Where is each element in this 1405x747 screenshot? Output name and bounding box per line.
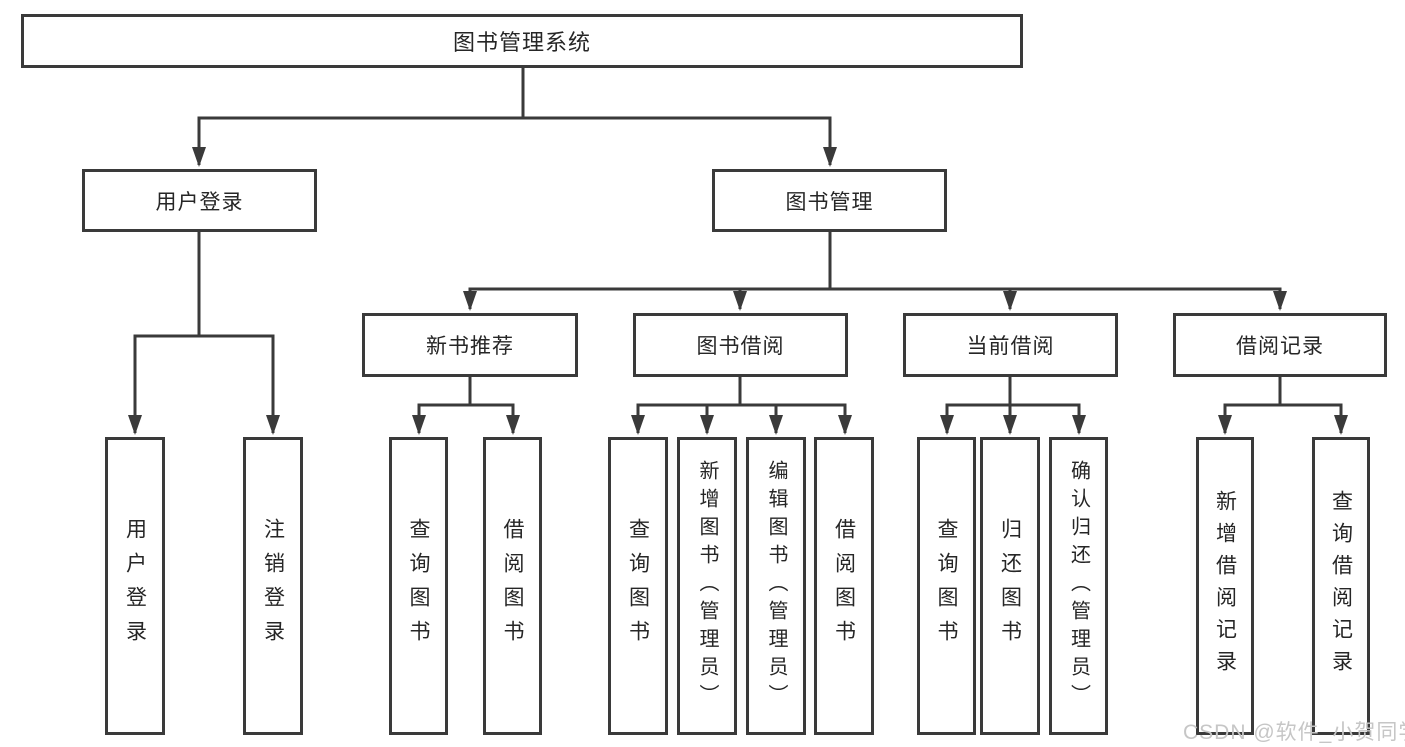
leaf-add-book-admin-label: 新增图书（管理员） (696, 460, 718, 712)
csdn-watermark: CSDN @软件_小贺同学 (1183, 721, 1405, 744)
node-user-login: 用户登录 (82, 169, 317, 232)
leaf-add-book-admin: 新增图书（管理员） (677, 437, 737, 735)
leaf-borrow-books-1: 借阅图书 (483, 437, 542, 735)
leaf-edit-book-admin: 编辑图书（管理员） (746, 437, 806, 735)
node-book-borrowing-label: 图书借阅 (696, 335, 785, 358)
leaf-query-books-1-label: 查询图书 (407, 518, 430, 654)
node-book-borrowing: 图书借阅 (633, 313, 848, 377)
leaf-query-books-1: 查询图书 (389, 437, 448, 735)
leaf-confirm-return-admin: 确认归还（管理员） (1049, 437, 1108, 735)
leaf-edit-book-admin-label: 编辑图书（管理员） (765, 460, 787, 712)
leaf-user-login: 用户登录 (105, 437, 165, 735)
leaf-query-borrow-record-label: 查询借阅记录 (1329, 490, 1353, 682)
node-current-borrowing-label: 当前借阅 (966, 335, 1055, 358)
node-new-book-recommend: 新书推荐 (362, 313, 578, 377)
leaf-query-books-2-label: 查询图书 (626, 518, 650, 654)
leaf-logout: 注销登录 (243, 437, 303, 735)
leaf-borrow-books-2-label: 借阅图书 (832, 518, 856, 654)
leaf-borrow-books-2: 借阅图书 (814, 437, 874, 735)
leaf-return-books: 归还图书 (980, 437, 1040, 735)
node-book-management-label: 图书管理 (785, 190, 874, 214)
leaf-query-books-3: 查询图书 (917, 437, 976, 735)
leaf-return-books-label: 归还图书 (998, 518, 1022, 654)
node-book-management: 图书管理 (712, 169, 947, 232)
node-current-borrowing: 当前借阅 (903, 313, 1118, 377)
leaf-logout-label: 注销登录 (261, 518, 285, 654)
node-borrowing-records: 借阅记录 (1173, 313, 1387, 377)
leaf-query-borrow-record: 查询借阅记录 (1312, 437, 1370, 735)
node-user-login-label: 用户登录 (155, 190, 244, 214)
node-new-book-recommend-label: 新书推荐 (426, 335, 514, 358)
leaf-query-books-3-label: 查询图书 (935, 518, 958, 654)
leaf-borrow-books-1-label: 借阅图书 (501, 518, 524, 654)
leaf-add-borrow-record: 新增借阅记录 (1196, 437, 1254, 735)
node-library-system: 图书管理系统 (21, 14, 1023, 68)
leaf-add-borrow-record-label: 新增借阅记录 (1213, 490, 1237, 682)
leaf-user-login-label: 用户登录 (123, 518, 147, 654)
node-library-system-label: 图书管理系统 (452, 30, 591, 55)
node-borrowing-records-label: 借阅记录 (1236, 335, 1324, 358)
leaf-confirm-return-admin-label: 确认归还（管理员） (1067, 460, 1090, 712)
leaf-query-books-2: 查询图书 (608, 437, 668, 735)
